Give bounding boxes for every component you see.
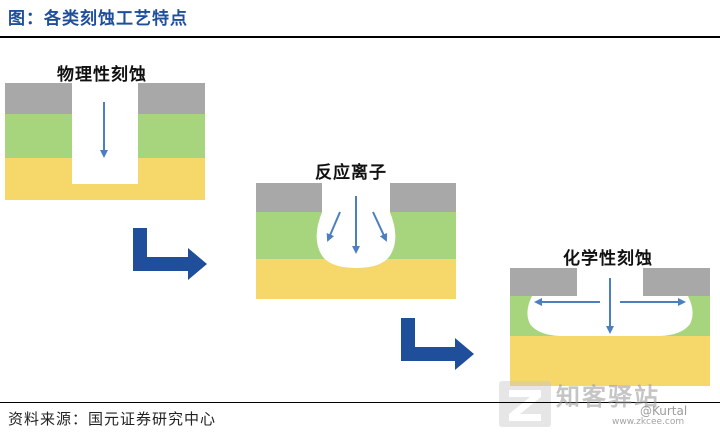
footer-divider [0, 402, 720, 403]
reactive-ion-label: 反应离子 [315, 163, 387, 183]
etch-arrow-right [372, 211, 388, 242]
watermark-user: @Kurtal [640, 404, 688, 418]
title-divider [0, 36, 720, 38]
physical-etch-stack [5, 83, 205, 200]
etch-arrow-left [326, 211, 341, 242]
mask-left [256, 183, 322, 212]
reactive-ion-etch-stack [256, 183, 456, 299]
mask-right [138, 83, 205, 114]
watermark-logo [499, 381, 551, 427]
mask-left [510, 268, 577, 296]
mask-left [5, 83, 72, 114]
substrate-layer [510, 336, 710, 386]
flow-arrow-2 [401, 318, 474, 370]
watermark-url: www.zkcee.com [612, 417, 685, 427]
flow-arrow-1 [133, 228, 207, 280]
watermark-brand: 知客驿站 [556, 383, 660, 411]
physical-etch-label: 物理性刻蚀 [57, 65, 147, 85]
figure-title: 图：各类刻蚀工艺特点 [8, 9, 188, 29]
chemical-etch-stack [510, 268, 710, 386]
mask-right [643, 268, 710, 296]
source-note: 资料来源：国元证券研究中心 [8, 410, 217, 428]
mask-right [390, 183, 456, 212]
chemical-etch-label: 化学性刻蚀 [563, 249, 653, 269]
